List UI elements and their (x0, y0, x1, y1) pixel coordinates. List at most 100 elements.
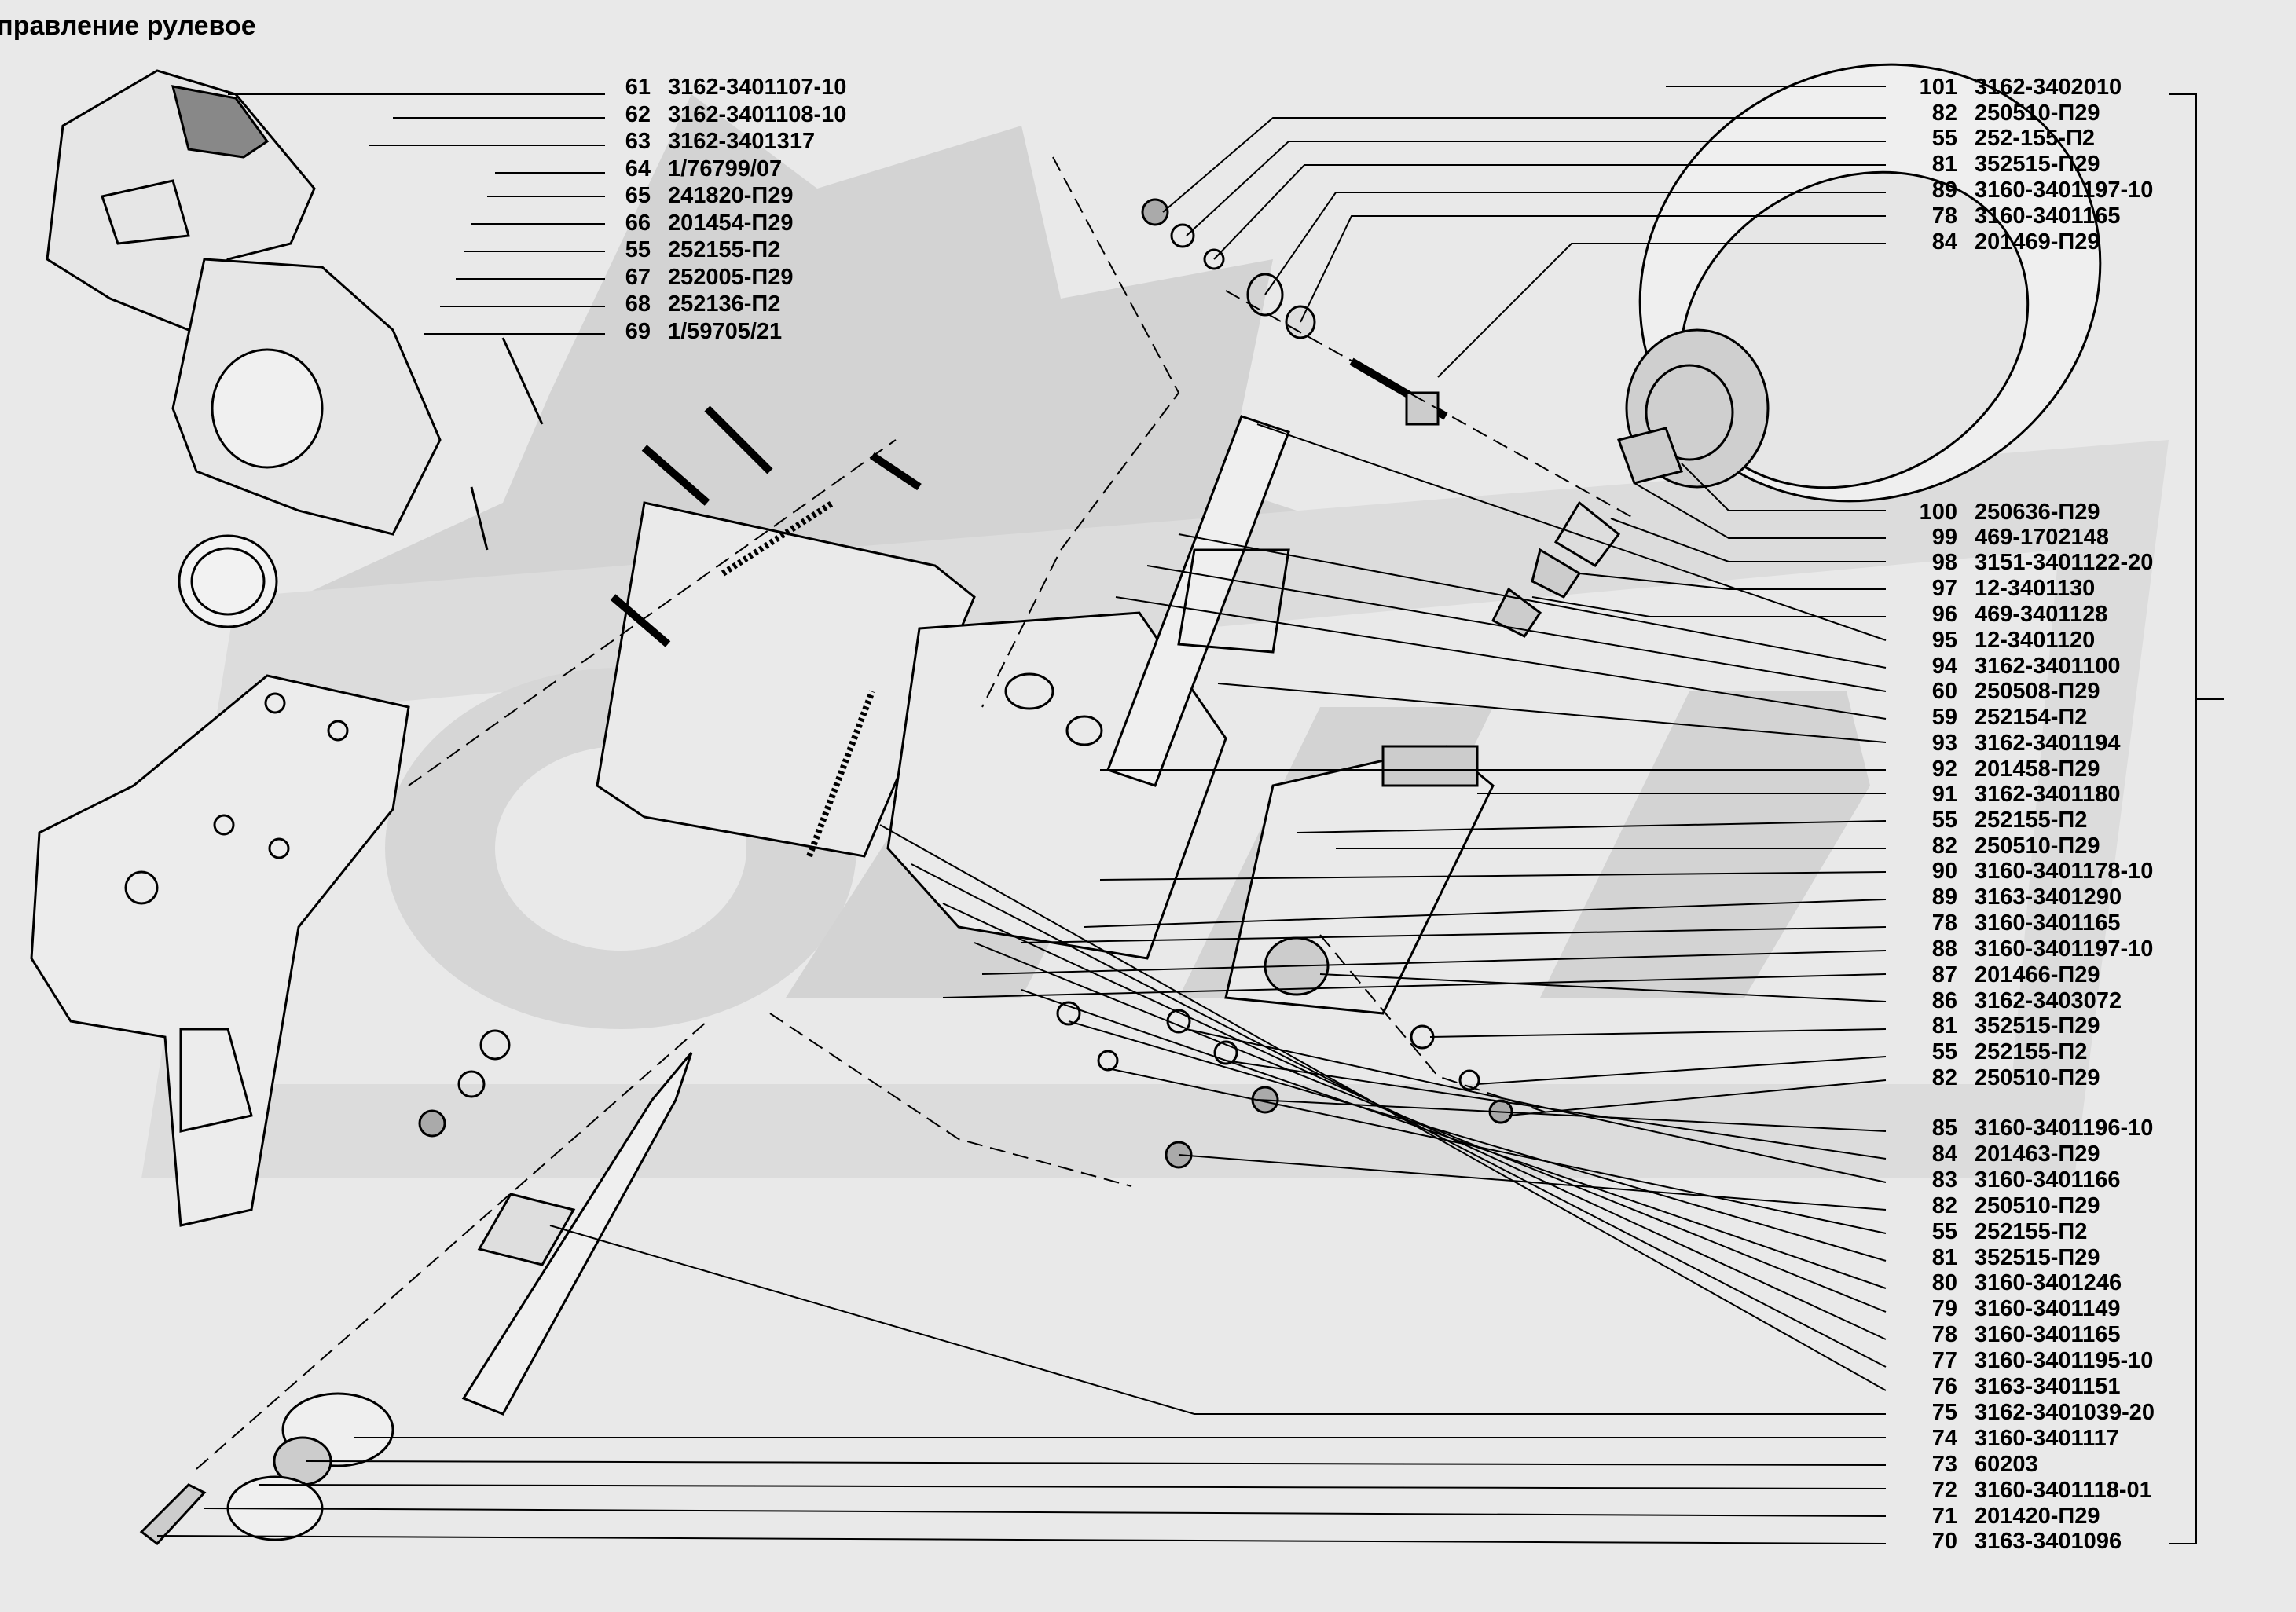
part-code: 3162-3401107-10 (668, 75, 847, 100)
part-number: 75 (1931, 1400, 1957, 1425)
part-number: 77 (1931, 1348, 1957, 1373)
part-code: 201469-П29 (1975, 229, 2100, 255)
part-number: 101 (1919, 75, 1957, 100)
part-number: 97 (1931, 576, 1957, 601)
part-code: 3162-3402010 (1975, 75, 2122, 100)
part-number: 83 (1931, 1167, 1957, 1193)
part-code: 3163-3401096 (1975, 1529, 2122, 1554)
part-number: 65 (625, 183, 651, 208)
part-code: 250636-П29 (1975, 500, 2100, 525)
part-code: 201454-П29 (668, 210, 794, 236)
part-code: 3163-3401151 (1975, 1374, 2121, 1399)
part-number: 74 (1931, 1426, 1957, 1451)
part-number: 78 (1931, 910, 1957, 936)
part-number: 73 (1931, 1452, 1957, 1477)
part-code: 3162-3401194 (1975, 731, 2121, 756)
part-number: 64 (625, 156, 651, 181)
leader-lines (156, 86, 2224, 1544)
part-code: 12-3401130 (1975, 576, 2096, 601)
part-number: 100 (1919, 500, 1957, 525)
part-code: 3160-3401118-01 (1975, 1478, 2152, 1503)
part-number: 82 (1931, 1193, 1957, 1218)
part-number: 86 (1931, 988, 1957, 1013)
part-code: 12-3401120 (1975, 628, 2096, 653)
part-number: 72 (1931, 1478, 1957, 1503)
part-number: 55 (1931, 808, 1957, 833)
part-number: 67 (625, 264, 651, 290)
part-number: 84 (1931, 229, 1957, 255)
part-code: 201420-П29 (1975, 1504, 2100, 1529)
part-code: 469-1702148 (1975, 525, 2109, 550)
part-number: 78 (1931, 1322, 1957, 1347)
page-title: Управление рулевое (0, 11, 256, 41)
part-number: 90 (1931, 859, 1957, 884)
part-callout: 99 469-1702148 (1898, 525, 2109, 550)
part-code: 3160-3401117 (1975, 1426, 2119, 1451)
part-number: 94 (1931, 654, 1957, 679)
part-number: 84 (1931, 1141, 1957, 1167)
part-number: 59 (1931, 705, 1957, 730)
part-number: 55 (1931, 1039, 1957, 1064)
part-number: 82 (1931, 1065, 1957, 1090)
part-callout: 101 3162-3402010 (1898, 75, 2122, 100)
part-number: 95 (1931, 628, 1957, 653)
part-callout: 82 250510-П29 (1898, 1193, 2100, 1218)
part-callout: 71 201420-П29 (1898, 1504, 2100, 1529)
part-code: 3162-3401039-20 (1975, 1400, 2155, 1425)
part-number: 99 (1931, 525, 1957, 550)
part-code: 352515-П29 (1975, 1013, 2100, 1039)
part-code: 352515-П29 (1975, 152, 2100, 177)
part-callout: 84 201469-П29 (1898, 229, 2100, 255)
part-code: 3160-3401166 (1975, 1167, 2121, 1193)
part-number: 76 (1931, 1374, 1957, 1399)
part-code: 3162-3401108-10 (668, 101, 847, 127)
part-code: 3160-3401246 (1975, 1270, 2122, 1295)
part-number: 81 (1931, 1013, 1957, 1039)
part-callout: 76 3163-3401151 (1898, 1374, 2121, 1399)
part-code: 250510-П29 (1975, 833, 2100, 859)
part-code: 201463-П29 (1975, 1141, 2100, 1167)
part-code: 252155-П2 (668, 237, 781, 262)
part-callout: 75 3162-3401039-20 (1898, 1400, 2155, 1425)
part-code: 3162-3401317 (668, 129, 816, 154)
part-code: 250510-П29 (1975, 1065, 2100, 1090)
part-code: 3160-3401195-10 (1975, 1348, 2154, 1373)
part-code: 3163-3401290 (1975, 885, 2122, 910)
part-number: 89 (1931, 178, 1957, 203)
part-code: 252155-П2 (1975, 808, 2088, 833)
part-number: 96 (1931, 602, 1957, 627)
part-number: 55 (1931, 1219, 1957, 1244)
part-number: 92 (1931, 757, 1957, 782)
part-callout: 97 12-3401130 (1898, 576, 2095, 601)
part-code: 352515-П29 (1975, 1245, 2100, 1270)
part-code: 3160-3401178-10 (1975, 859, 2154, 884)
part-number: 71 (1931, 1504, 1957, 1529)
part-number: 69 (625, 318, 651, 344)
part-code: 250510-П29 (1975, 1193, 2100, 1218)
part-callout: 81 352515-П29 (1898, 1013, 2100, 1039)
